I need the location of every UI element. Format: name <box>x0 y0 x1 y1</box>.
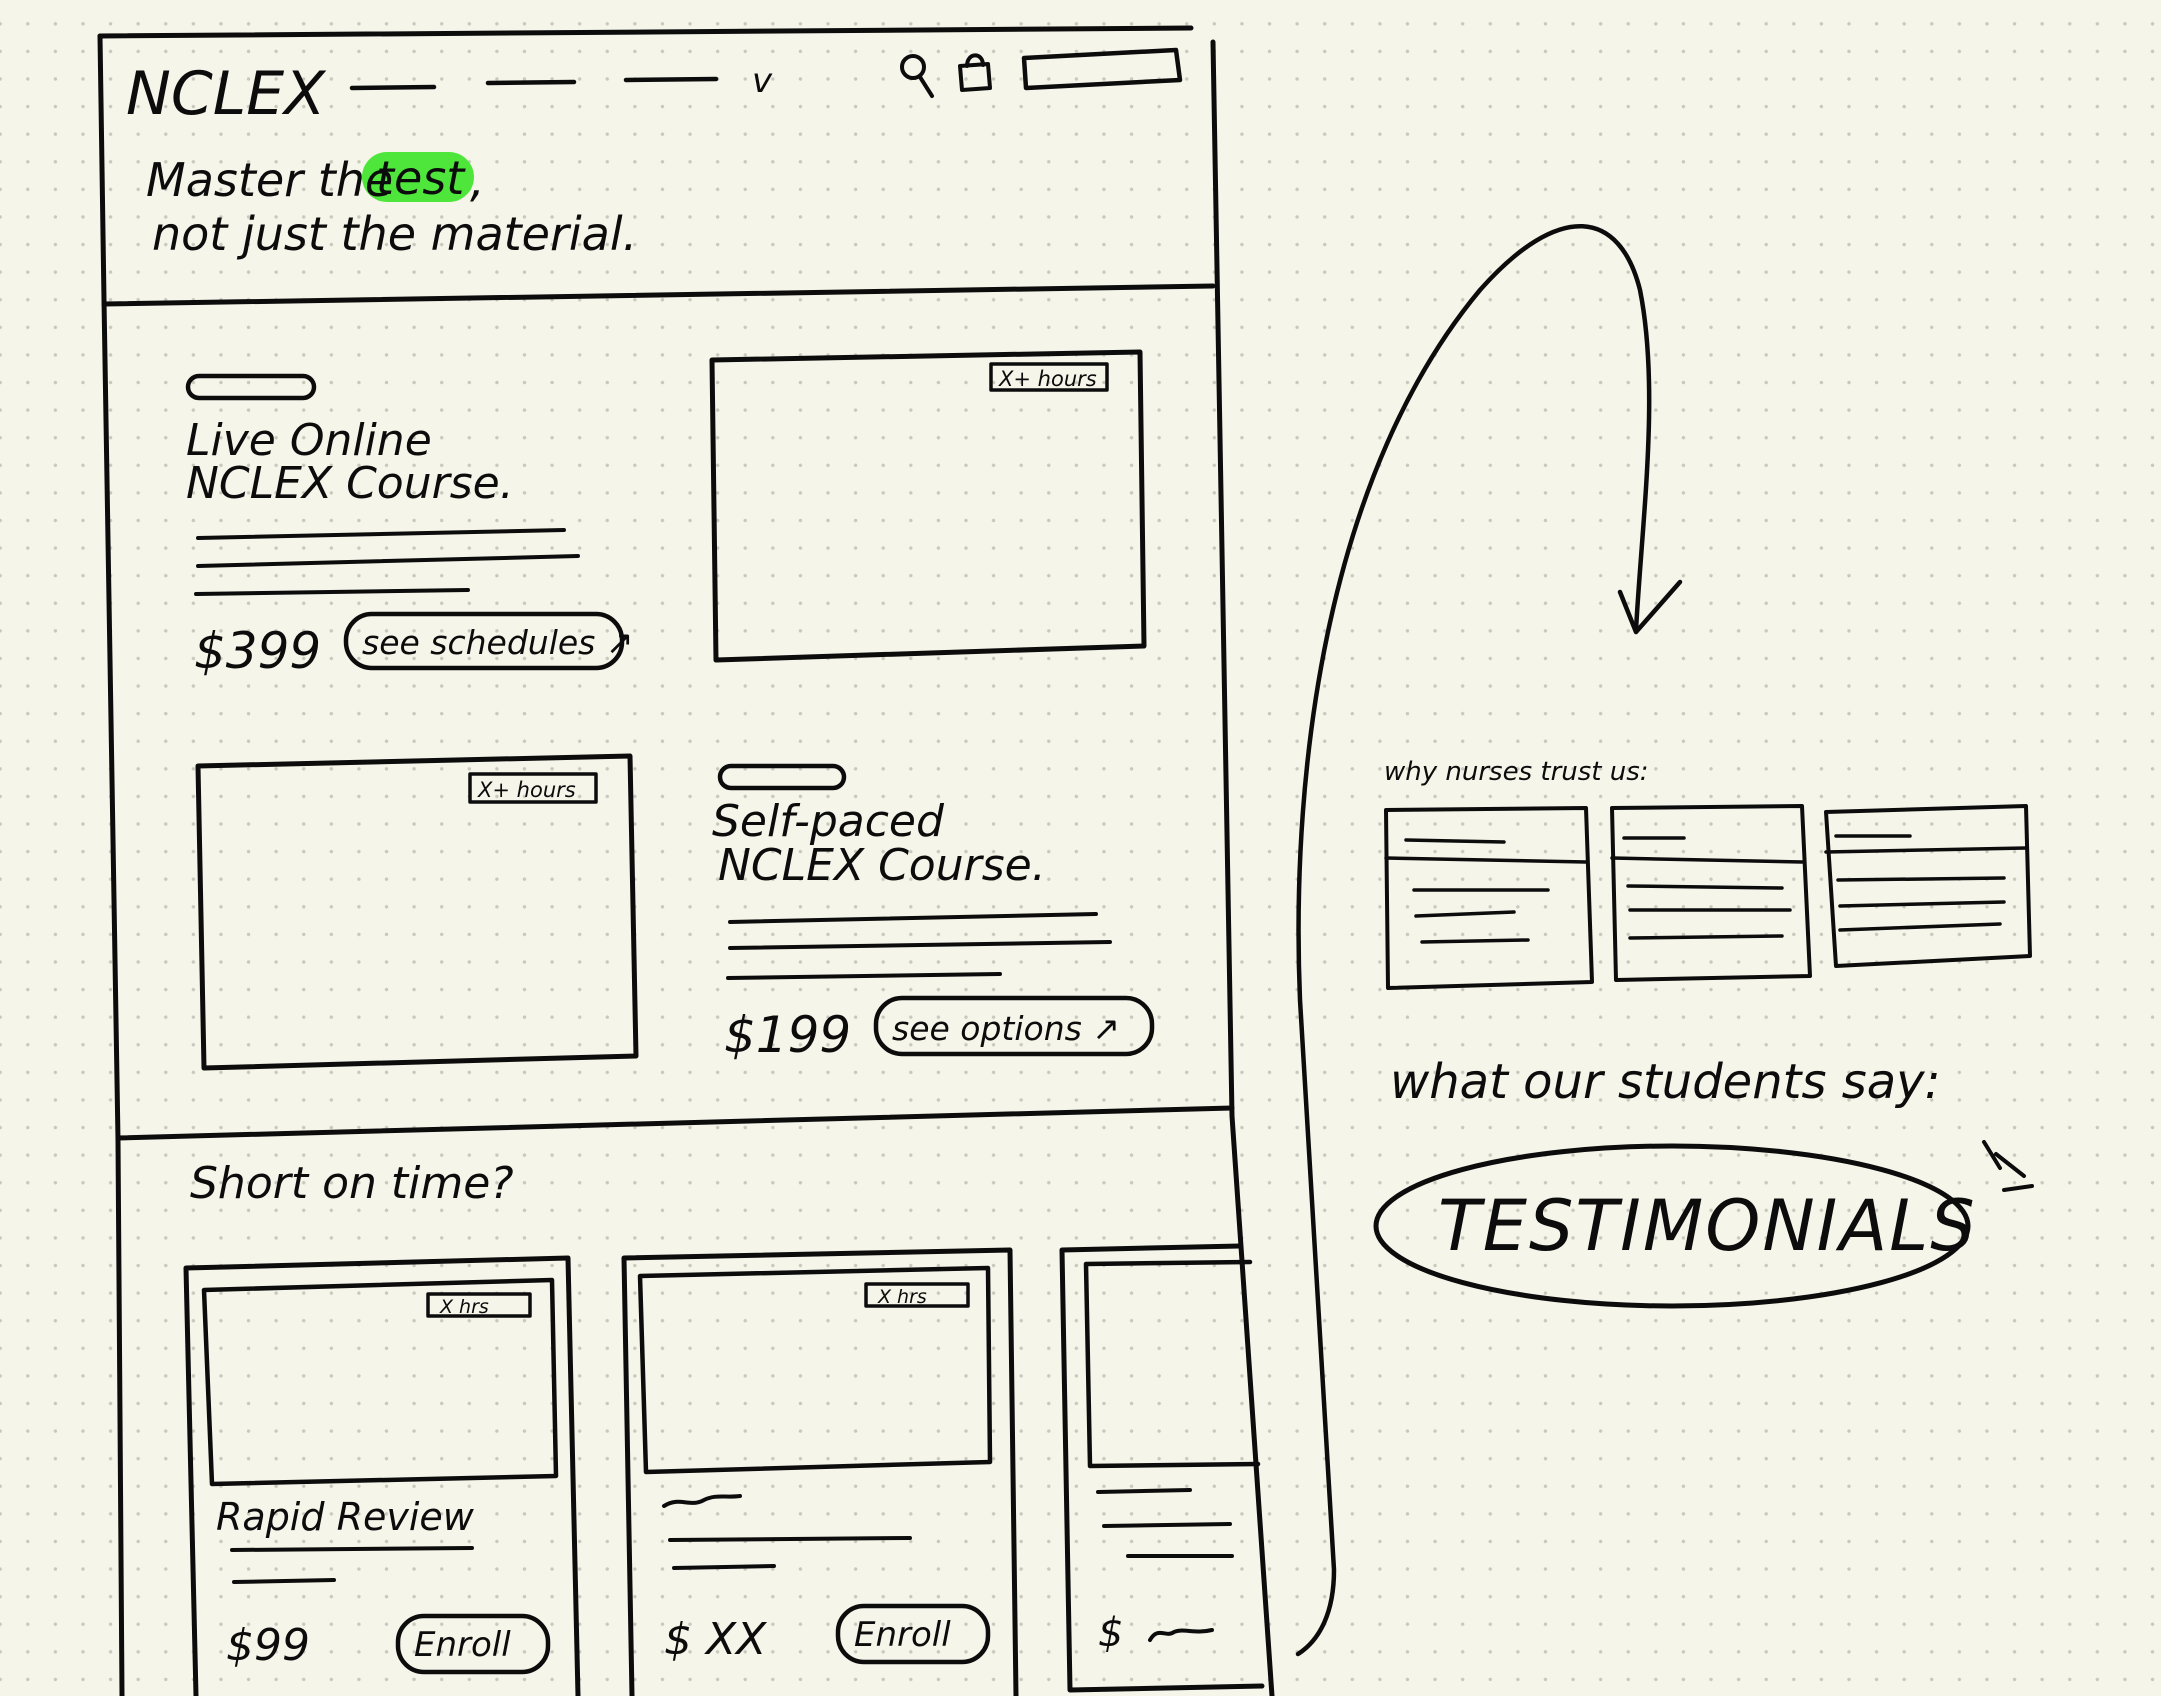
emphasis-marks <box>1982 1140 2034 1192</box>
enroll-label: Enroll <box>414 1625 511 1665</box>
highlight-pill <box>362 152 474 202</box>
image-placeholder <box>637 1265 993 1475</box>
card-title: Rapid Review <box>216 1495 475 1539</box>
course-price: $199 <box>724 1006 851 1064</box>
duration-badge <box>864 1282 970 1308</box>
trust-heading: why nurses trust us: <box>1384 757 1649 787</box>
nav-link-2[interactable] <box>485 79 577 86</box>
duration-badge <box>989 362 1109 392</box>
image-placeholder <box>195 753 639 1071</box>
testimonials-label: TESTIMONIALS <box>1438 1185 1977 1267</box>
section-heading: Short on time? <box>190 1158 514 1209</box>
hero-line1-suffix: , <box>470 153 485 207</box>
course-title-line2: NCLEX Course. <box>718 840 1046 891</box>
testimonials-bubble <box>1373 1143 1971 1309</box>
hero-highlight-word: test <box>376 151 466 205</box>
nav-link-1[interactable] <box>349 84 437 91</box>
enroll-button[interactable] <box>395 1613 551 1675</box>
image-placeholder <box>201 1277 559 1487</box>
see-options-button[interactable] <box>873 995 1155 1057</box>
hero: Master the test , not just the material. <box>146 151 637 261</box>
short-on-time-section: Short on time? X hrs Rapid Review $99 En… <box>183 1158 1265 1696</box>
category-tag <box>717 763 847 791</box>
duration-badge-label: X+ hours <box>477 778 576 802</box>
flow-arrow <box>1295 224 1683 1657</box>
course-title-line1: Live Online <box>186 415 432 466</box>
nav-link-3[interactable] <box>623 76 719 83</box>
category-tag <box>185 373 317 401</box>
course-title-line1: Self-paced <box>712 796 945 847</box>
image-placeholder <box>709 349 1147 663</box>
image-placeholder <box>1083 1259 1261 1469</box>
course-description <box>194 528 580 596</box>
course-title-line2: NCLEX Course. <box>186 458 514 509</box>
card-price-scribble <box>1148 1628 1214 1642</box>
duration-badge-label: X+ hours <box>998 367 1097 391</box>
cart-icon[interactable] <box>958 53 992 92</box>
card-title-placeholder <box>662 1494 742 1508</box>
enroll-button[interactable] <box>835 1603 991 1665</box>
duration-badge <box>426 1292 532 1318</box>
card-description <box>230 1546 474 1584</box>
card-price: $ <box>1098 1610 1123 1656</box>
course-description <box>726 912 1112 980</box>
course-live: Live Online NCLEX Course. $399 see sched… <box>185 349 1147 680</box>
course-self-paced: X+ hours Self-paced NCLEX Course. $199 s… <box>195 753 1155 1071</box>
header: NCLEX v <box>126 47 1183 129</box>
see-schedules-button[interactable] <box>343 611 625 671</box>
card-description <box>668 1536 912 1570</box>
product-card[interactable]: X hrs Rapid Review $99 Enroll <box>183 1255 581 1696</box>
course-price: $399 <box>194 622 321 680</box>
card-description <box>1096 1488 1234 1558</box>
search-icon[interactable] <box>900 54 934 98</box>
card-price: $99 <box>226 1620 310 1671</box>
course-image: X+ hours <box>709 349 1147 663</box>
students-heading: what our students say: <box>1390 1054 1941 1110</box>
trust-card <box>1610 804 1812 982</box>
cta-button[interactable] <box>1021 47 1183 91</box>
see-options-label: see options ↗ <box>892 1009 1120 1048</box>
trust-card <box>1824 804 2032 968</box>
chevron-down-icon[interactable]: v <box>752 61 773 101</box>
logo[interactable]: NCLEX <box>126 59 327 129</box>
course-image: X+ hours <box>195 753 639 1071</box>
page-frame <box>97 25 1275 1696</box>
duration-badge-label: X hrs <box>439 1296 489 1318</box>
see-schedules-label: see schedules ↗ <box>362 623 634 662</box>
hero-line2: not just the material. <box>152 207 637 261</box>
hero-line1-prefix: Master the <box>146 153 393 207</box>
duration-badge-label: X hrs <box>877 1286 927 1308</box>
card-price: $ XX <box>664 1614 767 1665</box>
product-card[interactable]: $ <box>1059 1243 1265 1693</box>
enroll-label: Enroll <box>854 1615 951 1655</box>
trust-card <box>1384 806 1594 990</box>
nav-links <box>349 76 719 91</box>
duration-badge <box>468 772 598 804</box>
side-panel: why nurses trust us: what our students s… <box>1373 757 2034 1309</box>
product-card[interactable]: X hrs $ XX Enroll <box>621 1247 1019 1696</box>
